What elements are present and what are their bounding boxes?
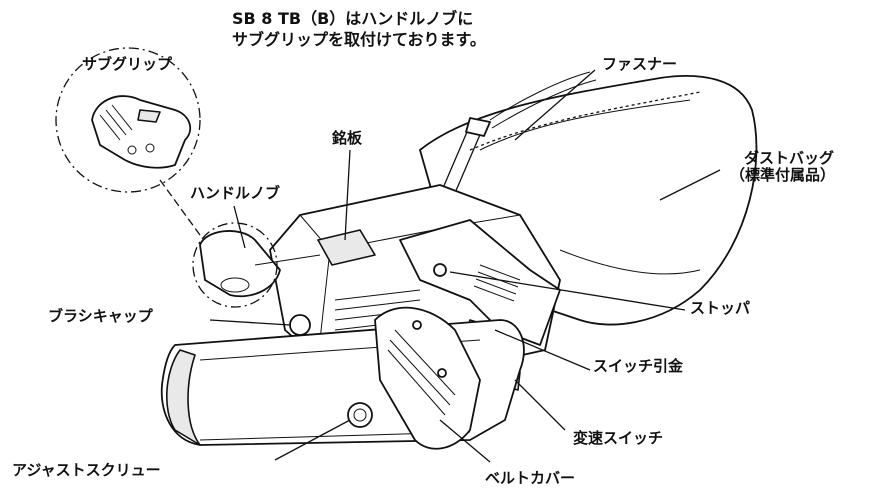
power-cord xyxy=(439,124,483,201)
label-brush-cap: ブラシキャップ xyxy=(48,307,153,325)
label-belt-cover: ベルトカバー xyxy=(485,469,576,487)
sub-grip-illustration xyxy=(91,95,192,169)
label-stopper: ストッパ xyxy=(690,299,751,317)
label-speed-switch: 変速スイッチ xyxy=(573,429,664,447)
note-line-1: SB 8 TB（B）はハンドルノブに xyxy=(232,9,474,28)
label-switch-trigger: スイッチ引金 xyxy=(593,357,684,375)
fastener xyxy=(469,91,701,151)
label-adjust-screw: アジャストスクリュー xyxy=(12,461,161,479)
stopper-button xyxy=(433,263,447,277)
note-text: SB 8 TB（B）はハンドルノブに サブグリップを取付けております。 xyxy=(232,8,486,50)
note-line-2: サブグリップを取付けております。 xyxy=(232,30,486,49)
label-fastener: ファスナー xyxy=(602,55,678,73)
leader-lines xyxy=(209,69,721,463)
label-dust-bag: ダストバッグ （標準付属品） xyxy=(730,149,836,185)
sanding-belt xyxy=(166,349,201,446)
handle-knob xyxy=(199,230,281,298)
belt-cover xyxy=(374,306,481,450)
label-dust-bag-line1: ダストバッグ xyxy=(744,149,835,167)
label-handle-knob: ハンドルノブ xyxy=(190,184,281,202)
brush-cap xyxy=(289,314,311,336)
handle-callout-circle xyxy=(192,222,278,308)
adjust-screw xyxy=(347,402,373,428)
label-sub-grip: サブグリップ xyxy=(82,55,173,73)
label-nameplate: 銘板 xyxy=(332,129,363,147)
label-dust-bag-line2: （標準付属品） xyxy=(730,166,836,185)
rear-handle xyxy=(399,219,561,346)
subgrip-callout-circle xyxy=(55,47,201,193)
